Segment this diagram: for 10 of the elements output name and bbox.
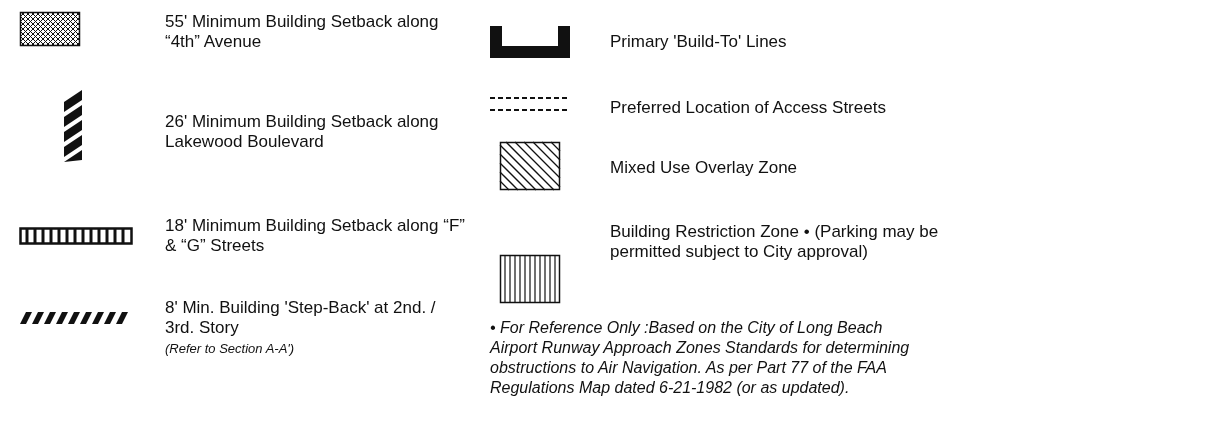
note-text: (Refer to Section A-A') — [165, 340, 296, 357]
legend-label: 55' Minimum Building Setback along “4th” Avenue — [165, 12, 440, 52]
legend-label: Mixed Use Overlay Zone — [610, 158, 799, 178]
legend-label: 8' Min. Building 'Step-Back' at 2nd. / 3rd. Story — [165, 298, 437, 338]
legend-label: Preferred Location of Access Streets — [610, 98, 887, 118]
footnote-text: • For Reference Only :Based on the City of Long Beach Airport Runway Approach Zones Standards for determining obstructions to Air Navigation. As per Part 77 of the FAA Regulations Map dated 6-21-1982 (or as updated). — [490, 318, 910, 398]
legend-label: 26' Minimum Building Setback along Lakewood Boulevard — [165, 112, 440, 152]
legend-label: 18' Minimum Building Setback along “F” & “G” Streets — [165, 216, 465, 256]
legend-label: Primary 'Build-To' Lines — [610, 32, 788, 52]
legend-label: Building Restriction Zone • (Parking may be permitted subject to City approval) — [610, 222, 940, 262]
